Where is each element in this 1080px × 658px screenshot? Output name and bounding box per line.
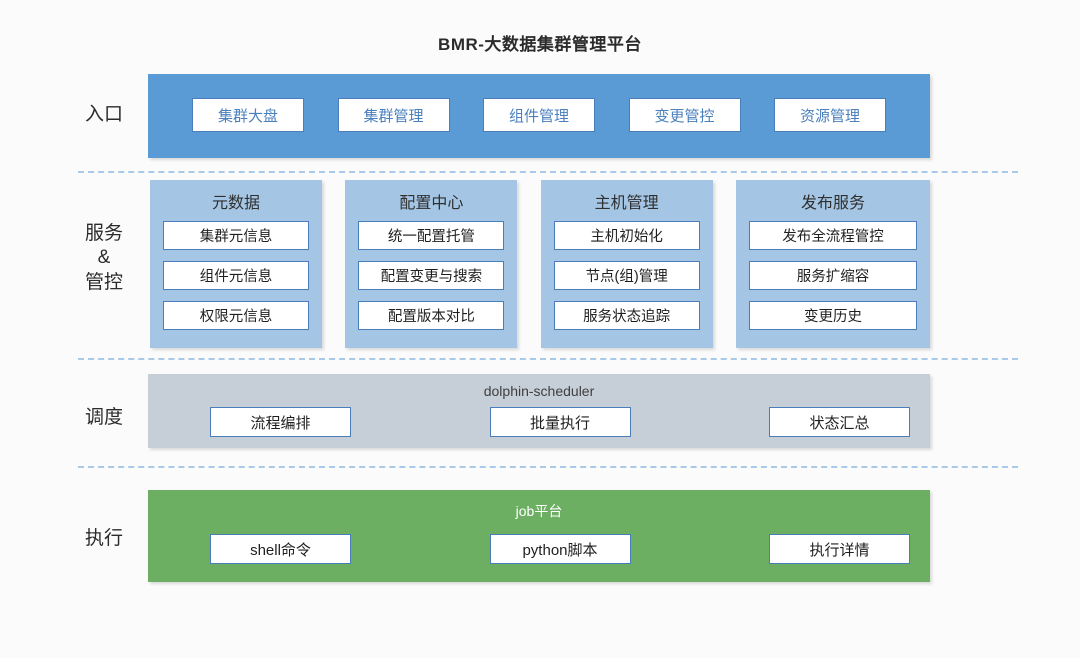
entry-chip-component-management[interactable]: 组件管理 xyxy=(483,98,595,132)
service-card-title: 配置中心 xyxy=(399,195,464,212)
entry-layer-band: 集群大盘 集群管理 组件管理 变更管控 资源管理 xyxy=(148,74,930,158)
schedule-chip-workflow-orchestration[interactable]: 流程编排 xyxy=(210,407,351,437)
entry-chip-change-control[interactable]: 变更管控 xyxy=(628,98,741,132)
service-card-title: 元数据 xyxy=(211,195,260,212)
page-title: BMR-大数据集群管理平台 xyxy=(438,35,642,54)
service-card-host-management: 主机管理 主机初始化 节点(组)管理 服务状态追踪 xyxy=(540,180,713,348)
service-card-item[interactable]: 变更历史 xyxy=(748,301,917,330)
execute-chip-execution-detail[interactable]: 执行详情 xyxy=(769,534,910,564)
execute-chip-group: shell命令 python脚本 执行详情 xyxy=(210,534,910,564)
service-card-item[interactable]: 发布全流程管控 xyxy=(748,221,917,250)
layer-divider-entry-service xyxy=(78,171,1018,173)
service-card-title: 主机管理 xyxy=(594,195,659,212)
service-card-item[interactable]: 集群元信息 xyxy=(163,221,309,250)
execute-chip-python-script[interactable]: python脚本 xyxy=(489,534,631,564)
service-card-item[interactable]: 权限元信息 xyxy=(163,301,309,330)
schedule-band-caption: dolphin-scheduler xyxy=(483,383,595,399)
execute-layer-band: job平台 shell命令 python脚本 执行详情 xyxy=(148,490,930,582)
row-label-service: 服务 & 管控 xyxy=(84,223,123,293)
layer-divider-schedule-execute xyxy=(78,466,1018,468)
entry-chip-cluster-management[interactable]: 集群管理 xyxy=(337,98,450,132)
row-label-schedule: 调度 xyxy=(84,407,123,428)
row-label-entry: 入口 xyxy=(84,104,123,125)
service-card-config-center: 配置中心 统一配置托管 配置变更与搜索 配置版本对比 xyxy=(345,180,518,348)
service-card-item[interactable]: 统一配置托管 xyxy=(358,221,505,250)
entry-chip-group: 集群大盘 集群管理 组件管理 变更管控 资源管理 xyxy=(192,98,886,132)
row-label-execute: 执行 xyxy=(84,528,123,549)
service-card-metadata: 元数据 集群元信息 组件元信息 权限元信息 xyxy=(150,180,322,348)
service-card-item[interactable]: 服务扩缩容 xyxy=(748,261,917,290)
service-card-item[interactable]: 节点(组)管理 xyxy=(553,261,700,290)
schedule-layer-band: dolphin-scheduler 流程编排 批量执行 状态汇总 xyxy=(148,374,930,448)
service-card-item[interactable]: 服务状态追踪 xyxy=(553,301,700,330)
service-layer-cards: 元数据 集群元信息 组件元信息 权限元信息 配置中心 统一配置托管 配置变更与搜… xyxy=(150,180,930,348)
service-card-item[interactable]: 配置变更与搜索 xyxy=(358,261,505,290)
schedule-chip-batch-execution[interactable]: 批量执行 xyxy=(489,407,631,437)
service-card-item[interactable]: 组件元信息 xyxy=(163,261,309,290)
service-card-item[interactable]: 配置版本对比 xyxy=(358,301,505,330)
schedule-chip-status-summary[interactable]: 状态汇总 xyxy=(769,407,910,437)
service-card-release-service: 发布服务 发布全流程管控 服务扩缩容 变更历史 xyxy=(735,180,930,348)
layer-divider-service-schedule xyxy=(78,358,1018,360)
schedule-chip-group: 流程编排 批量执行 状态汇总 xyxy=(210,407,910,437)
execute-chip-shell-command[interactable]: shell命令 xyxy=(210,534,351,564)
entry-chip-cluster-dashboard[interactable]: 集群大盘 xyxy=(192,98,304,132)
entry-chip-resource-management[interactable]: 资源管理 xyxy=(774,98,886,132)
service-card-title: 发布服务 xyxy=(800,195,865,212)
execute-band-caption: job平台 xyxy=(515,503,563,519)
service-card-item[interactable]: 主机初始化 xyxy=(553,221,700,250)
